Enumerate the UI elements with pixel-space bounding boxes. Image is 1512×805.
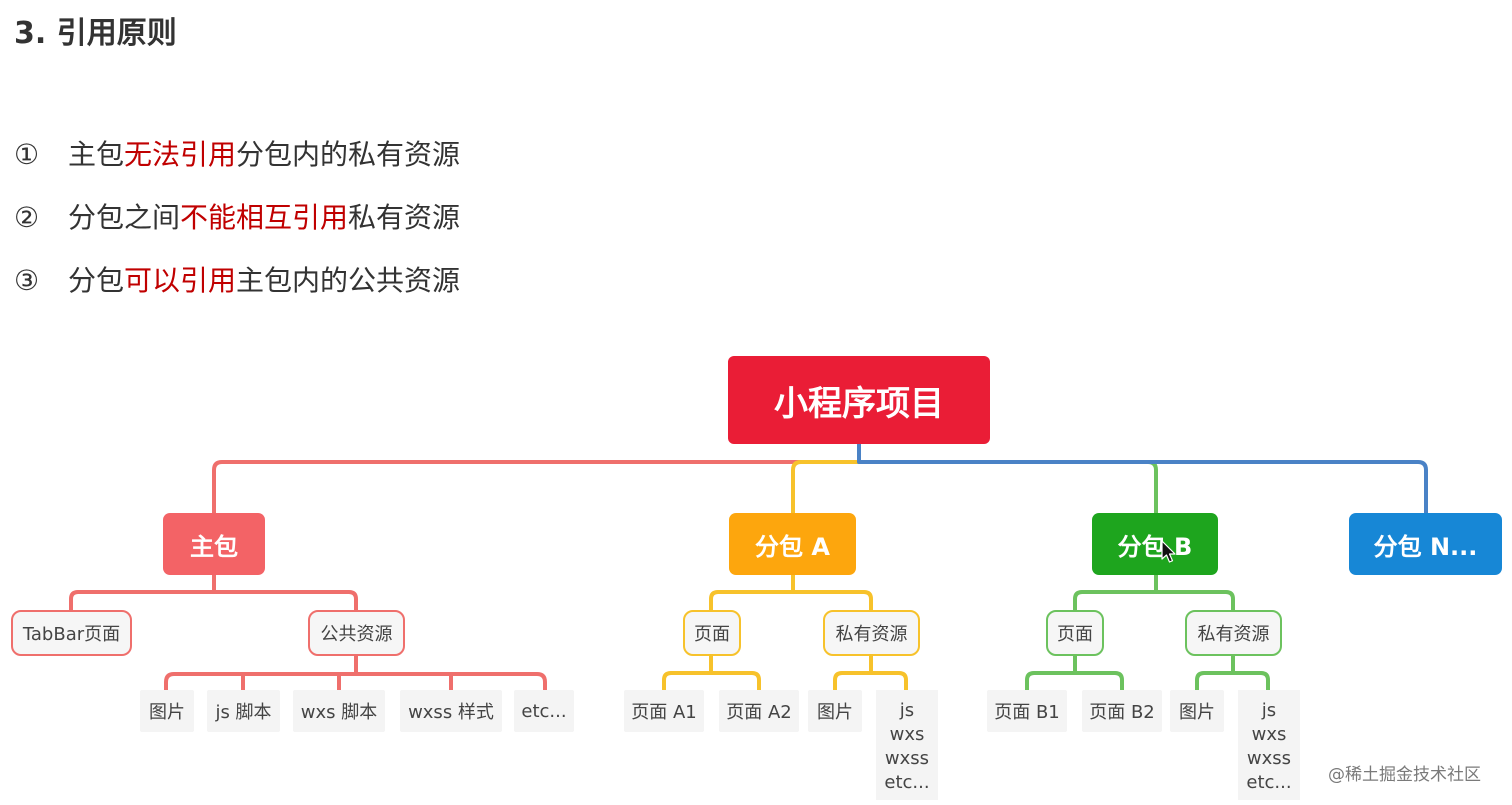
watermark: @稀土掘金技术社区 [1328,765,1481,785]
rule-highlight: 不能相互引用 [180,201,349,234]
leaf-etc: etc... [514,690,574,732]
leaf-image-b: 图片 [1170,690,1224,732]
rule-number: ① [14,138,40,171]
leaf-js-script: js 脚本 [207,690,280,732]
rule-text: 分包 [68,264,125,297]
leaf-page-b2: 页面 B2 [1082,690,1162,732]
rule-text: 分包内的私有资源 [236,138,461,171]
leaf-wxss-style: wxss 样式 [400,690,502,732]
asset-item: wxs [1251,724,1287,745]
connector-a-branch [662,575,908,690]
connector-main-branch [69,575,547,690]
rule-highlight: 无法引用 [124,138,237,171]
asset-item: wxss [1246,748,1292,769]
private-resources-node-b: 私有资源 [1185,610,1282,656]
rule-item: ① 主包无法引用分包内的私有资源 [14,135,460,198]
leaf-image-a: 图片 [808,690,862,732]
leaf-page-a2: 页面 A2 [719,690,799,732]
asset-item: etc... [884,772,930,793]
connector-b [859,460,1158,513]
public-resources-node: 公共资源 [308,610,405,656]
main-package-node: 主包 [163,513,265,575]
leaf-image: 图片 [140,690,194,732]
rule-item: ③ 分包可以引用主包内的公共资源 [14,261,460,324]
leaf-page-b1: 页面 B1 [987,690,1067,732]
leaf-assets-a: js wxs wxss etc... [876,690,938,800]
connector-n [857,444,1428,513]
rule-item: ② 分包之间不能相互引用私有资源 [14,198,460,261]
rule-text: 主包内的公共资源 [236,264,461,297]
pages-node-b: 页面 [1046,610,1104,656]
private-resources-node-a: 私有资源 [823,610,920,656]
connector-b-branch [1025,575,1270,690]
leaf-wxs-script: wxs 脚本 [293,690,385,732]
leaf-page-a1: 页面 A1 [624,690,704,732]
subpackage-b-node: 分包 B [1092,513,1218,575]
asset-item: wxs [889,724,925,745]
leaf-assets-b: js wxs wxss etc... [1238,690,1300,800]
rule-text: 私有资源 [348,201,461,234]
subpackage-a-node: 分包 A [729,513,856,575]
slide-title: 3. 引用原则 [14,16,177,51]
asset-item: etc... [1246,772,1292,793]
rule-highlight: 可以引用 [124,264,237,297]
connector-main [212,444,861,513]
rule-number: ③ [14,264,40,297]
asset-item: js [899,700,915,721]
asset-item: js [1261,700,1277,721]
mouse-pointer-icon [1161,540,1176,563]
rule-number: ② [14,201,40,234]
rule-list: ① 主包无法引用分包内的私有资源 ② 分包之间不能相互引用私有资源 ③ 分包可以引用主… [14,135,460,324]
connector-a [791,460,859,513]
rule-text: 主包 [68,138,125,171]
root-node: 小程序项目 [728,356,990,444]
rule-text: 分包之间 [68,201,181,234]
pages-node-a: 页面 [683,610,741,656]
subpackage-n-node: 分包 N... [1349,513,1502,575]
tabbar-pages-node: TabBar页面 [11,610,132,656]
asset-item: wxss [884,748,930,769]
